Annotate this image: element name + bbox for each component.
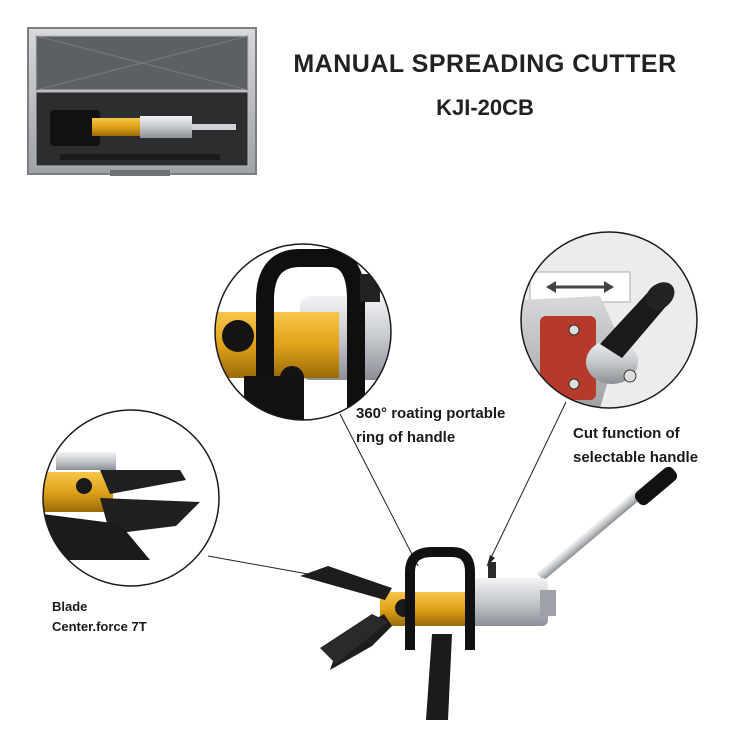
product-title: MANUAL SPREADING CUTTER: [293, 50, 677, 78]
ring-handle-closeup: [215, 244, 391, 420]
selectable-handle-label: Cut function of selectable handle: [573, 422, 698, 470]
blade-label-line2: Center.force 7T: [52, 619, 147, 634]
blade-closeup: [43, 410, 219, 586]
ring-handle-label-line2: ring of handle: [356, 429, 456, 446]
ring-handle-label: 360° roating portable ring of handle: [356, 402, 505, 450]
blade-label-line1: Blade: [52, 599, 88, 614]
carrying-case-image: [27, 27, 257, 176]
spreading-cutter-tool: [300, 466, 678, 720]
blade-label: Blade Center.force 7T: [52, 597, 147, 637]
selector-handle-closeup: [521, 232, 697, 408]
model-number: KJI-20CB: [436, 95, 534, 120]
selectable-handle-label-line1: Cut function of: [573, 425, 680, 442]
selectable-handle-label-line2: selectable handle: [573, 449, 699, 466]
ring-handle-label-line1: 360° roating portable: [356, 405, 506, 422]
